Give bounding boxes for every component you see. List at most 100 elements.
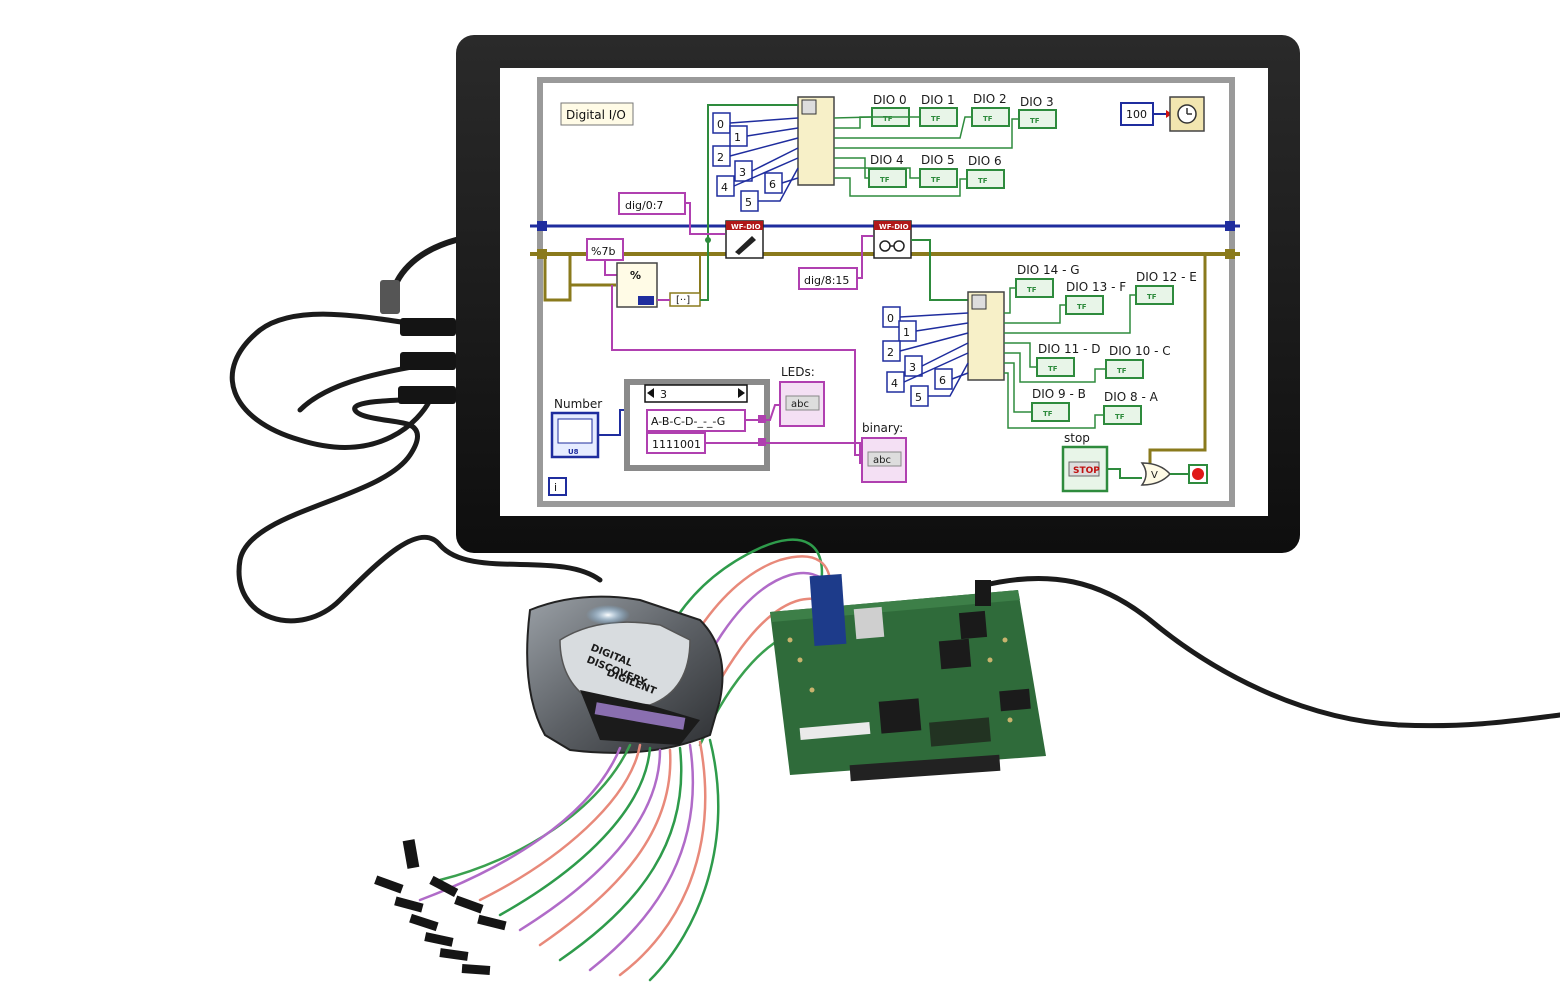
- svg-text:stop: stop: [1064, 431, 1090, 445]
- index-constants-low: [712, 112, 783, 212]
- svg-text:DIO 9 - B: DIO 9 - B: [1032, 387, 1086, 401]
- svg-text:WF-DIO: WF-DIO: [879, 223, 909, 231]
- index-array-high: [967, 291, 1005, 381]
- channel-read-constant[interactable]: dig/8:15: [798, 267, 858, 290]
- svg-text:TF: TF: [880, 176, 890, 184]
- leds-indicator: LEDs: abc: [779, 365, 825, 427]
- wf-dio-read-node[interactable]: WF-DIO: [873, 220, 912, 259]
- stop-button[interactable]: [1068, 461, 1100, 477]
- svg-text:[··]: [··]: [676, 295, 690, 306]
- channel-write-constant[interactable]: dig/0:7: [618, 192, 686, 215]
- bool-indicators-low2: [868, 168, 1005, 189]
- svg-text:TF: TF: [931, 115, 941, 123]
- lead-connectors: [374, 839, 507, 975]
- svg-text:1: 1: [903, 326, 910, 339]
- binary-constant: 1111001: [646, 432, 706, 454]
- svg-text:Digital I/O: Digital I/O: [566, 108, 626, 122]
- svg-text:DIO 11 - D: DIO 11 - D: [1038, 342, 1101, 356]
- index-constant-labels-high: 0 1 2 3 4 5 6: [887, 312, 946, 404]
- iteration-terminal: i: [548, 477, 567, 496]
- svg-text:DIO 8 - A: DIO 8 - A: [1104, 390, 1159, 404]
- glasses-icon: [879, 240, 905, 252]
- format-into-string-node[interactable]: %: [616, 262, 658, 308]
- bool-indicators-low1: [871, 107, 1057, 129]
- svg-text:abc: abc: [791, 399, 809, 410]
- status-led: [586, 605, 630, 625]
- svg-text:TF: TF: [983, 115, 993, 123]
- svg-text:DIO 1: DIO 1: [921, 93, 955, 107]
- svg-text:4: 4: [891, 377, 898, 390]
- digital-discovery-device: DIGITAL DISCOVERY DIGILENT: [526, 595, 724, 754]
- number-control[interactable]: Number U8: [550, 397, 602, 459]
- svg-text:0: 0: [717, 118, 724, 131]
- svg-text:DIO 14 - G: DIO 14 - G: [1017, 263, 1080, 277]
- svg-text:DIO 4: DIO 4: [870, 153, 904, 167]
- svg-text:TF: TF: [1027, 286, 1037, 294]
- svg-text:DIO 13 - F: DIO 13 - F: [1066, 280, 1126, 294]
- svg-text:U8: U8: [568, 448, 579, 456]
- flying-leads: [418, 738, 720, 982]
- dio-low-row2: DIO 4 DIO 5 DIO 6: [870, 153, 1002, 168]
- case-string-constant: A-B-C-D-_-_-G: [646, 409, 746, 432]
- svg-text:WF-DIO: WF-DIO: [731, 223, 761, 231]
- svg-text:TF: TF: [883, 115, 893, 123]
- svg-text:Number: Number: [554, 397, 602, 411]
- svg-text:binary:: binary:: [862, 421, 903, 435]
- svg-text:STOP: STOP: [1073, 466, 1100, 476]
- power-jack: [975, 580, 991, 606]
- svg-text:%: %: [630, 269, 641, 282]
- tf-labels: TF TF TF TF TF TF TF TF TF TF TF TF TF T…: [880, 115, 1157, 421]
- svg-text:i: i: [554, 481, 557, 494]
- svg-text:A-B-C-D-_-_-G: A-B-C-D-_-_-G: [651, 415, 725, 428]
- svg-text:TF: TF: [1048, 365, 1058, 373]
- case-structure[interactable]: 3: [624, 379, 770, 471]
- svg-text:100: 100: [1126, 108, 1147, 121]
- fpga-board: [770, 573, 1046, 782]
- svg-text:LEDs:: LEDs:: [781, 365, 815, 379]
- svg-text:TF: TF: [1043, 410, 1053, 418]
- usb-plugs: [380, 280, 456, 404]
- free-label-digital-io: Digital I/O: [560, 102, 634, 126]
- svg-text:TF: TF: [1030, 117, 1040, 125]
- loop-condition-stop-icon: [1188, 464, 1208, 484]
- dio-low-row1: DIO 0 DIO 1 DIO 2 DIO 3: [873, 92, 1054, 109]
- or-function: V: [1140, 462, 1172, 486]
- svg-text:5: 5: [745, 196, 752, 209]
- svg-text:DIO 2: DIO 2: [973, 92, 1007, 106]
- svg-text:DIO 10 - C: DIO 10 - C: [1109, 344, 1171, 358]
- svg-text:TF: TF: [1115, 413, 1125, 421]
- format-string-constant[interactable]: %7b: [586, 238, 624, 261]
- pencil-icon: [735, 236, 756, 255]
- svg-text:3: 3: [660, 388, 667, 401]
- while-loop-frame: [537, 77, 1235, 507]
- svg-text:5: 5: [915, 391, 922, 404]
- svg-text:0: 0: [887, 312, 894, 325]
- svg-text:dig/0:7: dig/0:7: [625, 199, 663, 212]
- svg-text:DIO 6: DIO 6: [968, 154, 1002, 168]
- svg-text:TF: TF: [978, 177, 988, 185]
- pmod-connector: [809, 573, 847, 647]
- svg-text:2: 2: [717, 151, 724, 164]
- svg-text:6: 6: [939, 374, 946, 387]
- bool-indicators-high: [1015, 278, 1174, 425]
- binary-indicator: binary: abc: [861, 421, 907, 483]
- svg-text:3: 3: [739, 166, 746, 179]
- svg-text:TF: TF: [1077, 303, 1087, 311]
- svg-text:%7b: %7b: [591, 245, 615, 258]
- svg-text:TF: TF: [931, 176, 941, 184]
- wait-ms[interactable]: 100: [1120, 96, 1205, 132]
- stop-control[interactable]: stop STOP: [1061, 431, 1109, 493]
- svg-text:V: V: [1151, 470, 1158, 481]
- svg-text:6: 6: [769, 178, 776, 191]
- index-array-low: [797, 96, 835, 186]
- svg-text:DIO 3: DIO 3: [1020, 95, 1054, 109]
- string-to-bool-array: [··]: [669, 292, 701, 307]
- svg-text:dig/8:15: dig/8:15: [804, 274, 849, 287]
- svg-text:2: 2: [887, 346, 894, 359]
- index-constant-labels-low: 0 1 2 3 4 5 6: [717, 118, 776, 209]
- wf-dio-write-node[interactable]: WF-DIO: [725, 220, 764, 259]
- svg-text:TF: TF: [1147, 293, 1157, 301]
- case-selector[interactable]: [644, 384, 748, 403]
- dio-high-labels: DIO 14 - G DIO 13 - F DIO 12 - E DIO 11 …: [1017, 263, 1197, 404]
